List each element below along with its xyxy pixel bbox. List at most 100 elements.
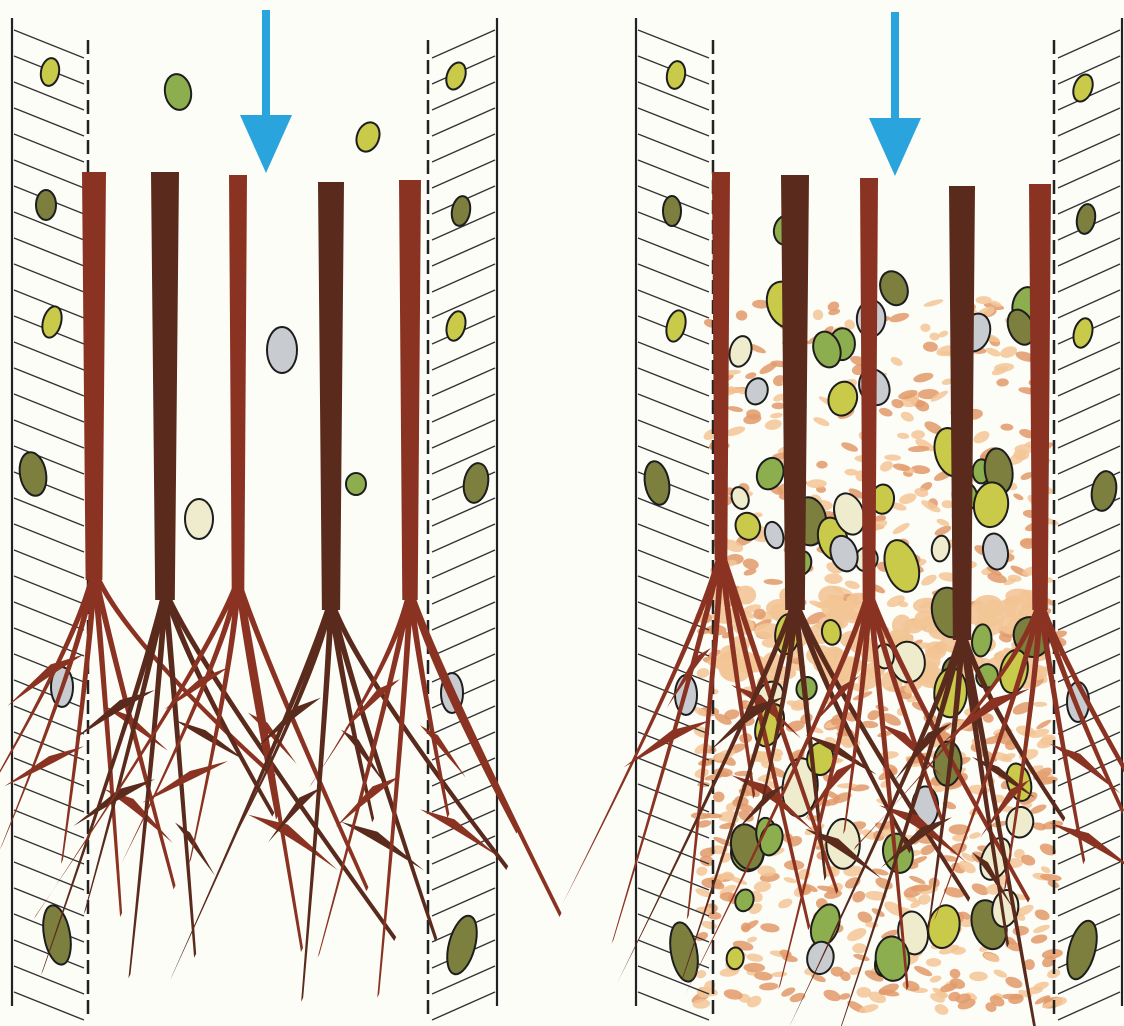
sediment-grain [838,992,851,1001]
pebble [726,333,755,369]
sediment-grain [852,943,867,954]
sediment-grain [1032,923,1051,935]
sediment-grain [858,1002,879,1015]
wall-hatch [432,30,495,58]
pebble [930,535,951,563]
wall-hatch [1058,108,1120,136]
wall-hatch [638,108,709,136]
wall-hatch [432,576,495,604]
sediment-grain [889,355,904,367]
wall-hatch [14,160,84,188]
pebble [663,196,681,226]
wall-hatch [432,420,495,448]
stem-trunk [399,180,421,600]
wall-hatch [1058,134,1120,162]
stem-trunk [151,172,179,600]
wall-hatch [638,966,709,994]
wall-hatch [1058,550,1120,578]
sediment-grain [878,459,894,474]
pebble [971,623,993,657]
wall-hatch [14,836,84,864]
sediment-grain [693,741,712,756]
sediment-grain [777,897,794,910]
wall-hatch [432,862,495,890]
sediment-grain [844,579,861,590]
sediment-blob [828,600,855,621]
stem-trunk [1029,184,1051,610]
wall-hatch [432,888,495,916]
stem-trunk [860,178,878,600]
wall-hatch [1058,264,1120,292]
pebble [980,531,1011,571]
sediment-grain [760,922,780,933]
sediment-grain [770,412,783,419]
wall-hatch [1058,602,1120,630]
pebble [762,520,787,551]
pebble [267,327,297,373]
pebble [742,375,771,407]
sediment-grain [911,430,925,440]
pebble [665,60,688,91]
wall-hatch [14,732,84,760]
pebble [443,60,469,92]
wall-hatch [14,498,84,526]
sediment-grain [933,1002,950,1017]
right-soil-wall [428,18,497,1020]
pebble [39,57,62,88]
pebble [39,903,75,967]
down-arrow-icon [869,12,921,176]
sediment-grain [920,323,931,332]
panel-right [561,12,1124,1026]
sediment-grain [976,296,992,304]
sediment-grain [845,925,868,943]
pebble [1062,918,1103,983]
pebble [641,459,672,506]
sediment-grain [897,432,910,440]
sediment-grain [923,298,944,309]
sediment-grain [878,406,894,418]
wall-hatch [638,30,709,58]
wall-hatch [1058,160,1120,188]
sediment-grain [948,967,961,979]
wall-hatch [432,992,495,1020]
sediment-grain [771,971,787,977]
root-strand [407,590,562,917]
sediment-grain [912,371,934,384]
wall-hatch [1058,576,1120,604]
arrow-shaft [262,10,270,123]
sediment-grain [840,440,859,453]
pebble [461,461,492,505]
sediment-grain [816,461,828,469]
pebble [36,190,56,220]
wall-hatch [14,966,84,994]
wall-hatch [432,82,495,110]
root-spur [420,809,499,856]
sediment-grain [735,310,748,322]
sediment-grain [919,572,938,588]
sediment-grain [696,866,709,877]
sediment-grain [812,415,831,428]
wall-hatch [14,342,84,370]
wall-hatch [1058,992,1120,1020]
wall-hatch [432,264,495,292]
root-strand [328,600,374,822]
down-arrow-icon [240,10,292,173]
root-strand [84,590,168,914]
sediment-grain [1000,423,1013,431]
sediment-grain [922,341,938,353]
sediment-grain [969,971,988,981]
sediment-blob [902,619,923,633]
pebble [663,308,689,344]
wall-hatch [638,836,709,864]
sediment-grain [746,952,764,963]
pebble [162,72,194,112]
wall-hatch [638,134,709,162]
pebble [726,947,745,970]
pebble [1089,469,1120,513]
stem-trunk [82,172,106,580]
wall-hatch [1058,368,1120,396]
wall-hatch [14,524,84,552]
sediment-grain [763,579,783,586]
